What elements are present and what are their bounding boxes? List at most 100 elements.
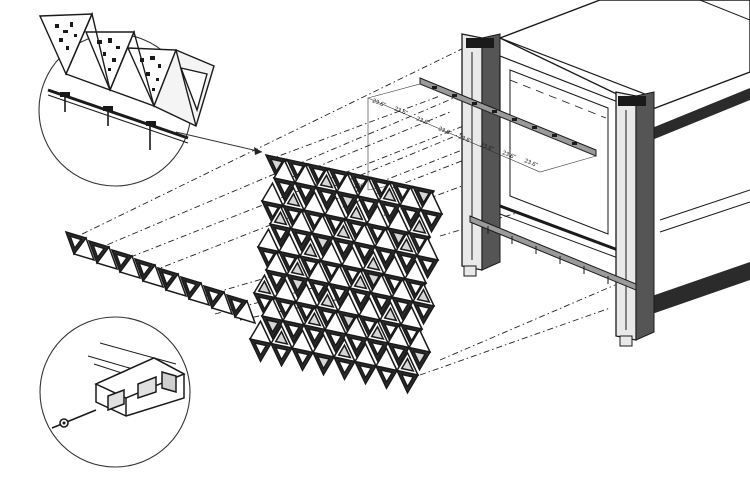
- panel-opening: [383, 322, 398, 338]
- panel-opening: [332, 171, 347, 187]
- panel-opening: [320, 293, 335, 309]
- grid-panel: [419, 190, 444, 216]
- grid-panel: [273, 278, 298, 304]
- grid-panel: [386, 208, 411, 234]
- grid-panel: [356, 176, 381, 202]
- panel-opening: [269, 157, 284, 173]
- panel-opening: [282, 254, 297, 270]
- panel-opening: [370, 325, 385, 341]
- grid-panel: [340, 245, 365, 271]
- panel-opening: [328, 332, 343, 348]
- panel-opening: [353, 175, 368, 191]
- panel-opening: [361, 198, 376, 214]
- panel-opening: [366, 256, 381, 272]
- grid-panel: [323, 195, 348, 221]
- panel-opening: [395, 184, 410, 200]
- panel-opening: [183, 280, 198, 295]
- grid-panel: [344, 314, 369, 340]
- grid-panel: [365, 204, 390, 230]
- grid-panel: [260, 296, 285, 322]
- panel-opening: [229, 298, 244, 313]
- panel-opening: [382, 203, 397, 219]
- panel-opening: [349, 205, 364, 221]
- panel-opening: [307, 327, 322, 343]
- grid-panel: [306, 259, 331, 285]
- panel-opening: [253, 341, 268, 357]
- panel-opening: [400, 373, 415, 389]
- panel-opening: [319, 189, 334, 205]
- panel-opening: [277, 180, 292, 196]
- dimension-label: 23.6": [523, 158, 538, 169]
- dimension-label: 23.6": [415, 116, 430, 127]
- panel-opening: [273, 210, 288, 226]
- grid-panel: [357, 296, 382, 322]
- panel-opening: [114, 253, 129, 268]
- grid-panel: [390, 277, 415, 303]
- panel-opening: [91, 244, 106, 259]
- panel-opening: [324, 263, 339, 279]
- panel-opening: [278, 300, 293, 316]
- strip-panel: [95, 245, 119, 271]
- panel-opening: [353, 274, 368, 290]
- panel-opening: [403, 207, 418, 223]
- grid-panel: [353, 342, 378, 368]
- grid-panel: [374, 346, 399, 372]
- panel-opening: [261, 249, 276, 265]
- dimension-label: 206": [354, 184, 366, 190]
- panel-opening: [265, 318, 280, 334]
- panel-opening: [412, 350, 427, 366]
- panel-opening: [412, 235, 427, 251]
- panel-opening: [353, 290, 368, 306]
- panel-opening: [370, 341, 385, 357]
- panel-opening: [387, 276, 402, 292]
- panel-opening: [316, 355, 331, 371]
- grid-panel: [335, 172, 360, 198]
- panel-opening: [379, 368, 394, 384]
- grid-panel: [277, 232, 302, 258]
- panel-opening: [374, 295, 389, 311]
- panel-opening: [307, 311, 322, 327]
- panel-opening: [274, 330, 289, 346]
- dimension-label: 23.6": [457, 134, 472, 145]
- detail-callout-top: [38, 11, 263, 187]
- panel-opening: [337, 343, 352, 359]
- panel-opening: [290, 162, 305, 178]
- panel-opening: [383, 306, 398, 322]
- panel-opening: [370, 226, 385, 242]
- panel-opening: [337, 359, 352, 375]
- panel-opening: [290, 277, 305, 293]
- panel-opening: [294, 231, 309, 247]
- building-frame: [461, 0, 750, 347]
- grid-panel: [352, 222, 377, 248]
- panel-opening: [366, 272, 381, 288]
- panel-opening: [382, 187, 397, 203]
- grid-panel: [323, 310, 348, 336]
- strip-panel: [233, 299, 257, 325]
- grid-panel: [319, 241, 344, 267]
- strip-panel: [210, 290, 234, 316]
- panel-opening: [412, 219, 427, 235]
- grid-panel: [302, 190, 327, 216]
- panel-opening: [408, 281, 423, 297]
- panel-opening: [399, 237, 414, 253]
- panel-opening: [357, 244, 372, 260]
- panel-opening: [257, 295, 272, 311]
- triangular-panel-grid: [248, 153, 444, 395]
- panel-opening: [391, 345, 406, 361]
- grid-panel: [281, 301, 306, 327]
- dimension-label: 23.6": [437, 126, 452, 137]
- panel-opening: [265, 203, 280, 219]
- grid-panel: [382, 254, 407, 280]
- dimension-labels: 23.6" 23.6" 23.6" 23.6" 23.6" 23.6" 23.6…: [354, 98, 538, 190]
- panel-opening: [295, 350, 310, 366]
- panel-opening: [416, 189, 431, 205]
- panel-opening: [340, 194, 355, 210]
- dimension-label: 23.6": [393, 106, 408, 117]
- panel-opening: [328, 217, 343, 233]
- panel-opening: [349, 336, 364, 352]
- panel-opening: [311, 281, 326, 297]
- strip-panel: [72, 236, 96, 262]
- panel-opening: [298, 185, 313, 201]
- panel-opening: [391, 230, 406, 246]
